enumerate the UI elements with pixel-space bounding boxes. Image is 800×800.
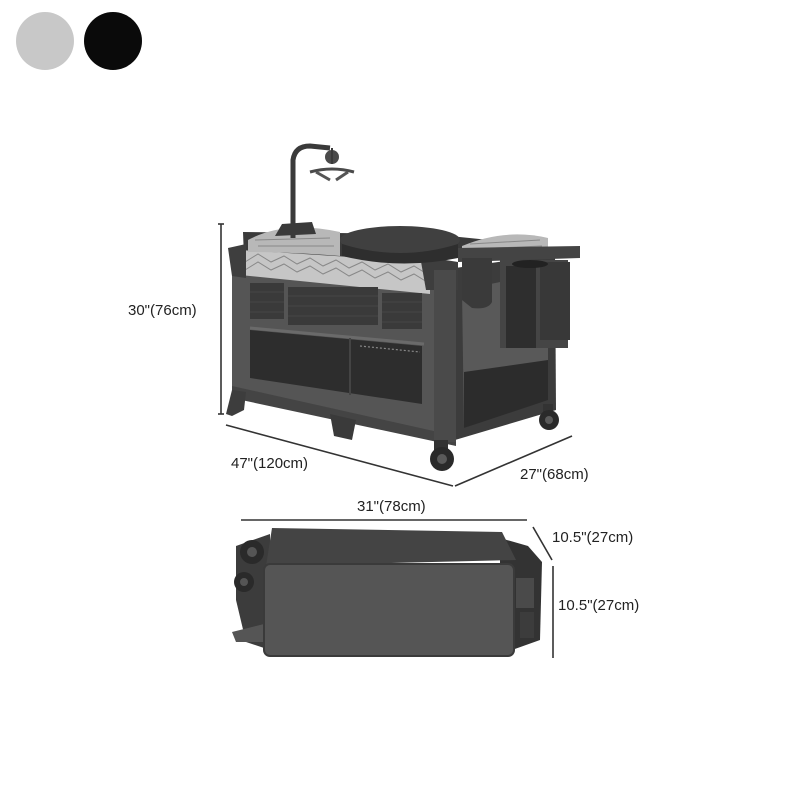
folded-depth-dimension-label: 10.5"(27cm) — [552, 529, 634, 546]
playard-unfolded — [226, 143, 580, 471]
color-swatch-grey[interactable] — [16, 12, 74, 70]
length-dimension-label: 47"(120cm) — [231, 455, 309, 472]
folded-length-dimension-label: 31"(78cm) — [357, 498, 426, 515]
dimension-lines — [218, 223, 573, 658]
width-dimension-label: 27"(68cm) — [520, 466, 589, 483]
folded-height-dimension-label: 10.5"(27cm) — [558, 597, 640, 614]
height-dimension-label: 30"(76cm) — [128, 302, 197, 319]
playard-folded — [232, 528, 542, 657]
color-swatch-black[interactable] — [84, 12, 142, 70]
